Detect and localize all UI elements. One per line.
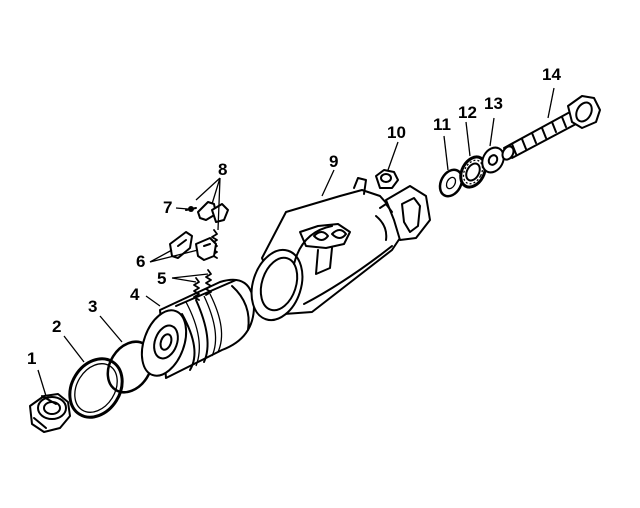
leader-lines <box>37 87 555 397</box>
callout-10: 10 <box>387 123 406 142</box>
callout-2: 2 <box>52 317 62 336</box>
part-14-shaft <box>501 95 601 161</box>
callout-9: 9 <box>329 152 339 171</box>
part-8-clip <box>197 201 229 223</box>
callout-12: 12 <box>458 103 477 122</box>
part-7-pin <box>185 206 197 212</box>
part-4-piston <box>140 278 255 379</box>
callout-14: 14 <box>542 65 561 84</box>
part-13-spacer <box>481 146 505 174</box>
part-9-housing <box>250 177 431 322</box>
callout-4: 4 <box>130 285 140 304</box>
callout-13: 13 <box>484 94 503 113</box>
part-1-plug <box>29 393 71 433</box>
callout-3: 3 <box>88 297 98 316</box>
part-10-nut <box>375 169 399 189</box>
callout-7: 7 <box>163 198 173 217</box>
part-6-pawls <box>169 231 217 261</box>
part-11-washer <box>438 168 464 198</box>
callout-5: 5 <box>157 269 167 288</box>
callout-1: 1 <box>27 349 37 368</box>
callout-11: 11 <box>433 115 451 134</box>
callout-8: 8 <box>218 160 228 179</box>
part-12-bearing <box>459 155 487 189</box>
callout-6: 6 <box>136 252 146 271</box>
